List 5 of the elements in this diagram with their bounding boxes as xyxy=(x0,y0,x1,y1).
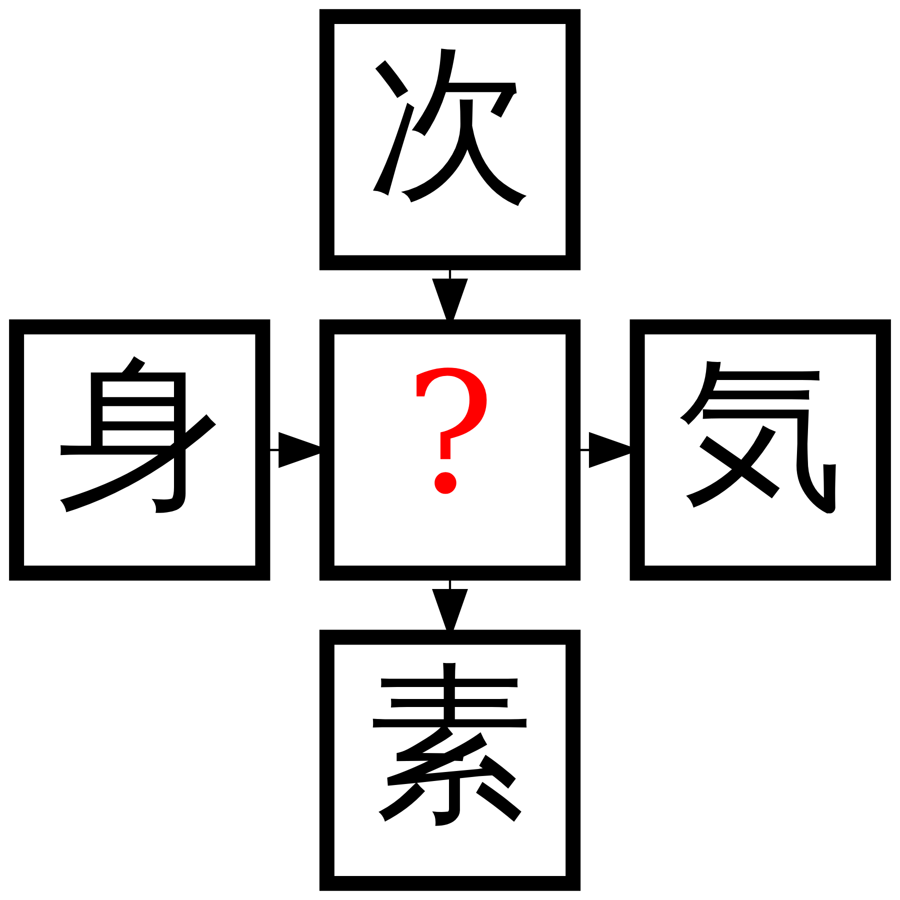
node-box: 素 xyxy=(319,630,581,891)
node-box: 身 xyxy=(9,319,270,581)
node-box: ? xyxy=(319,319,581,581)
node-box: 気 xyxy=(630,319,891,581)
node-box: 次 xyxy=(319,9,581,270)
